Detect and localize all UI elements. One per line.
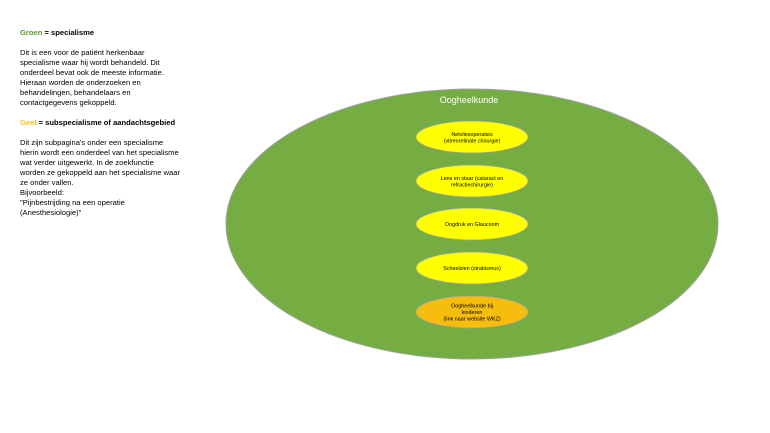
legend-yellow-rest: = subspecialisme of aandachtsgebied [36,118,176,127]
legend-yellow-heading: Geel = subspecialisme of aandachtsgebied [20,118,180,128]
legend-example-label: Bijvoorbeeld: [20,188,64,197]
legend-green-rest: = specialisme [42,28,95,37]
legend: Groen = specialisme Dit is een voor de p… [20,28,180,218]
sub-item-ellipse [415,207,529,241]
sub-item[interactable]: Netvliesoperaties(vitreoretinale chirurg… [415,120,529,154]
legend-green-word: Groen [20,28,43,37]
sub-item[interactable]: Oogdruk en Glaucoom [415,207,529,241]
sub-item-ellipse [415,295,529,329]
sub-item-label: Oogdruk en Glaucoom [445,222,500,228]
sub-item-label: Netvliesoperaties [451,132,493,138]
legend-green-description: Dit is een voor de patiënt herkenbaar sp… [20,48,164,107]
sub-item-label: (link naar website WKZ) [443,317,500,323]
sub-item-ellipse [415,164,529,198]
sub-item-label: Oogheelkunde bij [451,304,493,310]
sub-item-label: kinderen [462,310,483,316]
legend-example: "Pijnbestrijding na een operatie (Anesth… [20,198,125,217]
sub-item-ellipse [415,120,529,154]
sub-items: Netvliesoperaties(vitreoretinale chirurg… [415,120,529,329]
legend-yellow-word: Geel [20,118,37,127]
legend-yellow-description: Dit zijn subpagina's onder een specialis… [20,138,180,187]
legend-green-heading: Groen = specialisme [20,28,180,38]
sub-item[interactable]: Lens en staar (cataract enrefractiechiru… [415,164,529,198]
sub-item-label: Lens en staar (cataract en [441,176,504,182]
sub-item-label: Scheelzien (strabismus) [443,266,501,272]
sub-item-ellipse [415,251,529,285]
sub-item-label: (vitreoretinale chirurgie) [444,138,501,144]
sub-item[interactable]: Scheelzien (strabismus) [415,251,529,285]
specialism-title: Oogheelkunde [440,95,499,105]
sub-item-label: refractiechirurgie) [451,182,493,188]
